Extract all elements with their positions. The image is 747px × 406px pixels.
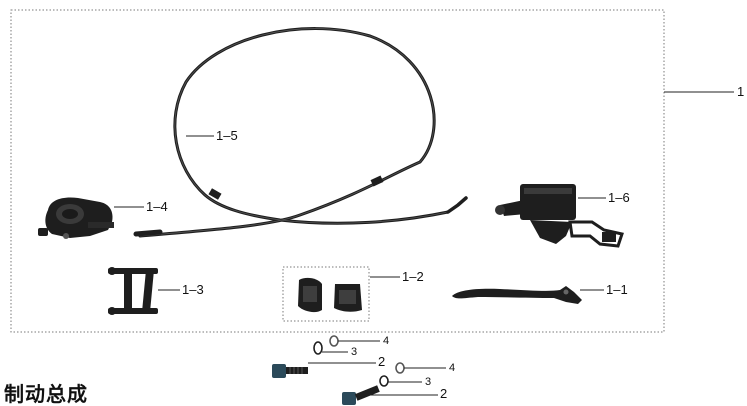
hardware-group-b — [342, 362, 405, 405]
bracket-part — [108, 267, 158, 315]
brake-pads-part — [298, 277, 362, 313]
lever-label: 1–1 — [606, 282, 628, 297]
spacer-a-part — [329, 335, 339, 347]
pads-box — [282, 266, 370, 322]
hose-label: 1–5 — [216, 128, 238, 143]
washer-a-label: 4 — [383, 335, 390, 347]
spacer-b-label: 3 — [425, 376, 432, 388]
master-cylinder-part — [495, 184, 624, 248]
pads-label: 1–2 — [402, 269, 424, 284]
assembly-label: 1 — [737, 84, 745, 99]
brake-lever-part — [452, 286, 582, 304]
washer-b-part — [395, 362, 405, 374]
master-cylinder-label: 1–6 — [608, 190, 630, 205]
bolt-a-part — [272, 364, 308, 378]
bracket-label: 1–3 — [182, 282, 204, 297]
spacer-a-label: 3 — [351, 346, 358, 358]
bolt-b-part — [342, 385, 380, 405]
page-title: 制动总成 — [4, 382, 88, 406]
brake-hose-part — [133, 27, 468, 238]
hardware-group-a — [272, 335, 339, 378]
washer-a-part — [313, 341, 323, 355]
spacer-b-part — [379, 375, 389, 387]
assembly-frame — [10, 9, 665, 333]
bolt-b-label: 2 — [440, 386, 448, 401]
washer-b-label: 4 — [449, 362, 456, 374]
caliper-part — [38, 197, 114, 239]
bolt-a-label: 2 — [378, 354, 386, 369]
caliper-label: 1–4 — [146, 199, 168, 214]
